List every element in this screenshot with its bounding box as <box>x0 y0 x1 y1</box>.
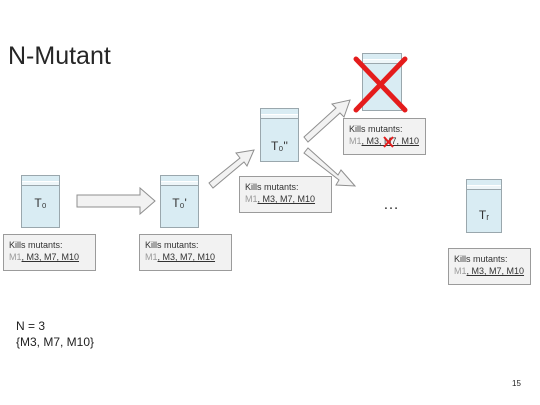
test-t0dprime-label: T₀'' <box>271 139 288 153</box>
test-t0-label: T₀ <box>34 196 47 210</box>
test-t0prime-label: T₀' <box>172 196 187 210</box>
test-tr-document: Tᵣ <box>466 179 502 233</box>
test-t0dprime-kills-box: Kills mutants: M1, M3, M7, M10 <box>239 176 332 213</box>
test-tr-label: Tᵣ <box>478 208 490 222</box>
slide-title: N-Mutant <box>8 42 111 70</box>
mutant-set: {M3, M7, M10} <box>16 335 95 349</box>
mutant-list: , M3, M7, M10 <box>21 252 80 262</box>
test-t0prime-document: T₀' <box>160 175 199 228</box>
test-t0-document: T₀ <box>21 175 60 228</box>
test-tr-kills-box: Kills mutants: M1, M3, M7, M10 <box>448 248 531 285</box>
kills-title: Kills mutants: <box>9 240 63 250</box>
arrow-to-ellipsis <box>303 147 357 187</box>
mutant-m1: M1 <box>9 252 22 262</box>
arrow-to-crossed-test <box>303 99 351 143</box>
kills-title: Kills mutants: <box>349 124 403 134</box>
test-t0prime-kills-box: Kills mutants: M1, M3, M7, M10 <box>139 234 232 271</box>
arrow-t0-to-t0prime <box>76 186 156 216</box>
n-value: N = 3 <box>16 319 46 333</box>
crossed-test-document <box>362 53 402 111</box>
test-t0-kills-box: Kills mutants: M1, M3, M7, M10 <box>3 234 96 271</box>
page-number: 15 <box>512 379 521 388</box>
test-t0dprime-document: T₀'' <box>260 108 299 162</box>
mutant-m1: M1 <box>145 252 158 262</box>
arrow-t0prime-to-t0dprime <box>208 149 255 189</box>
kills-title: Kills mutants: <box>145 240 199 250</box>
mutant-list: , M3, M7, M10 <box>466 266 525 276</box>
kills-title: Kills mutants: <box>454 254 508 264</box>
mutant-m1: M1 <box>454 266 467 276</box>
kills-title: Kills mutants: <box>245 182 299 192</box>
mutant-m1: M1 <box>245 194 258 204</box>
ellipsis: … <box>383 196 401 213</box>
mutant-m1: M1 <box>349 136 362 146</box>
mutant-list: , M3, M7, M10 <box>157 252 216 262</box>
mutant-list: , M3, M7, M10 <box>257 194 316 204</box>
